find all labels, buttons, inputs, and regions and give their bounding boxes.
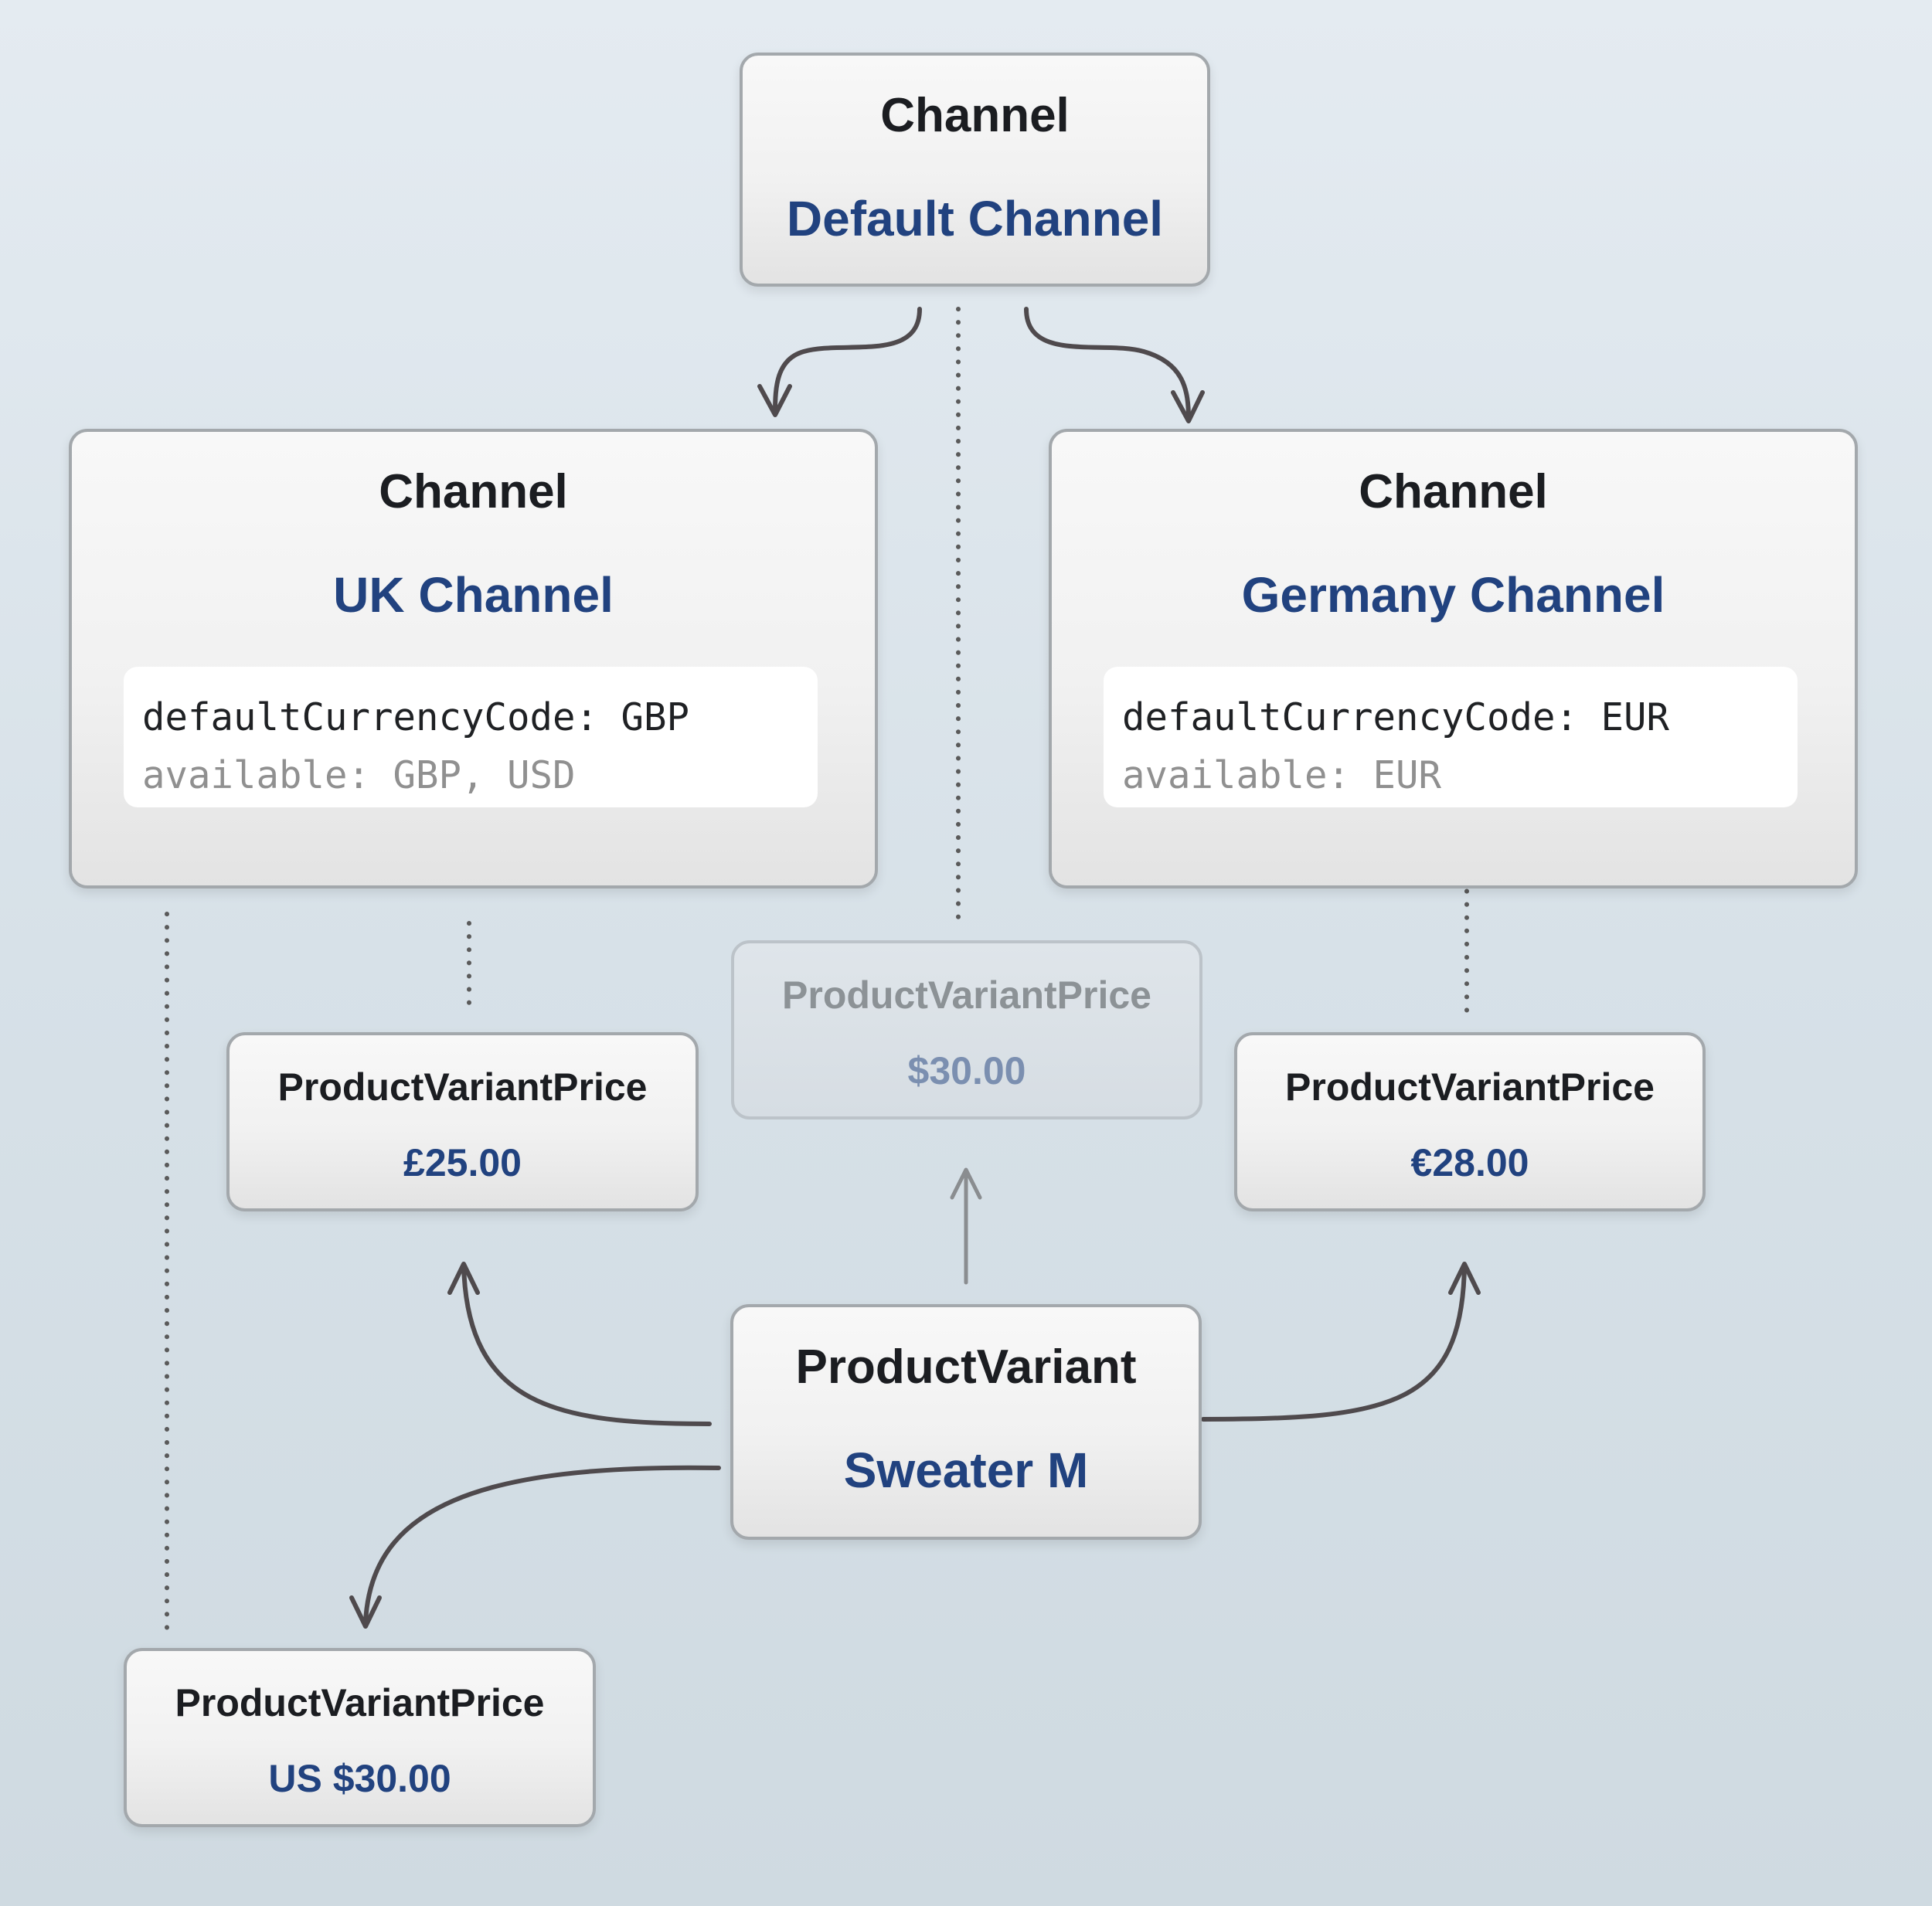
price-usd-node: ProductVariantPrice US $30.00 (124, 1648, 596, 1827)
node-type-label: Channel (880, 89, 1070, 142)
arrow-default-to-uk (773, 307, 922, 416)
currency-settings-panel: defaultCurrencyCode: EUR available: EUR (1104, 667, 1798, 807)
price-value-label: US $30.00 (268, 1757, 451, 1800)
arrow-default-to-germany (1024, 307, 1191, 422)
node-name-label: UK Channel (333, 567, 614, 623)
arrow-default-to-uk-head (757, 384, 792, 417)
available-currencies-line: available: GBP, USD (142, 753, 576, 797)
price-value-label: £25.00 (403, 1141, 522, 1184)
node-name-label: Sweater M (843, 1442, 1089, 1498)
price-eur-node: ProductVariantPrice €28.00 (1234, 1032, 1706, 1211)
arrow-default-to-germany-head (1171, 390, 1205, 423)
node-name-label: Default Channel (786, 191, 1164, 246)
product-variant-node: ProductVariant Sweater M (730, 1304, 1202, 1540)
node-type-label: ProductVariantPrice (277, 1065, 648, 1109)
arrow-variant-to-gbp-price (461, 1263, 712, 1426)
node-type-label: Channel (1359, 465, 1548, 518)
price-default-node: ProductVariantPrice $30.00 (731, 940, 1202, 1119)
default-currency-line: defaultCurrencyCode: GBP (142, 695, 690, 739)
default-channel-node: Channel Default Channel (740, 53, 1210, 287)
available-currencies-line: available: EUR (1122, 753, 1442, 797)
price-gbp-node: ProductVariantPrice £25.00 (226, 1032, 699, 1211)
node-type-label: ProductVariant (795, 1340, 1137, 1394)
node-name-label: Germany Channel (1241, 567, 1665, 623)
arrow-variant-to-eur-price-head (1448, 1262, 1481, 1295)
arrow-variant-to-eur-price (1201, 1263, 1467, 1422)
uk-channel-node: Channel UK Channel defaultCurrencyCode: … (69, 429, 878, 888)
node-type-label: ProductVariantPrice (1285, 1065, 1655, 1109)
arrow-variant-to-default-price-head (950, 1167, 982, 1200)
node-type-label: Channel (379, 465, 568, 518)
price-value-label: €28.00 (1410, 1141, 1529, 1184)
default-currency-line: defaultCurrencyCode: EUR (1122, 695, 1670, 739)
arrow-variant-to-usd-price (363, 1465, 721, 1625)
arrow-variant-to-usd-price-head (349, 1595, 382, 1629)
node-type-label: ProductVariantPrice (782, 973, 1151, 1017)
price-value-label: $30.00 (907, 1049, 1026, 1092)
germany-channel-node: Channel Germany Channel defaultCurrencyC… (1049, 429, 1858, 888)
arrow-variant-to-gbp-price-head (447, 1262, 480, 1295)
currency-settings-panel: defaultCurrencyCode: GBP available: GBP,… (124, 667, 818, 807)
node-type-label: ProductVariantPrice (175, 1681, 545, 1724)
